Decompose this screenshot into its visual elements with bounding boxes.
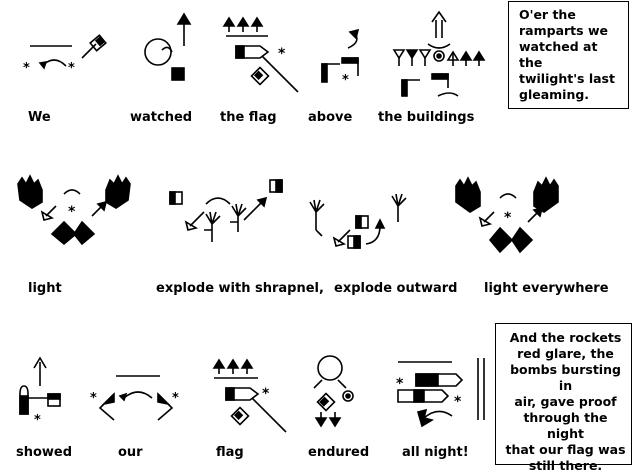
svg-text:*: *	[262, 386, 270, 402]
gloss-the-flag: the flag	[220, 110, 277, 125]
sign-the-buildings	[392, 10, 486, 97]
svg-text:*: *	[396, 376, 404, 392]
sign-we: * *	[23, 34, 107, 76]
gloss-we: We	[28, 110, 51, 125]
verse3-caption-box: And the rockets red glare, the bombs bur…	[495, 323, 632, 473]
gloss-watched: watched	[130, 110, 193, 125]
gloss-flag: flag	[216, 445, 244, 460]
svg-text:*: *	[68, 61, 75, 76]
gloss-our: our	[118, 445, 143, 460]
svg-text:*: *	[454, 394, 462, 410]
gloss-explode-with-shrapnel: explode with shrapnel,	[156, 281, 324, 296]
svg-text:*: *	[90, 391, 97, 406]
gloss-light-everywhere: light everywhere	[484, 281, 609, 296]
sign-endured	[313, 355, 354, 428]
svg-text:*: *	[342, 73, 349, 88]
gloss-the-buildings: the buildings	[378, 110, 475, 125]
sign-all-night: * *	[396, 358, 485, 428]
svg-text:*: *	[504, 210, 512, 226]
sign-light-everywhere: *	[455, 176, 559, 254]
svg-text:*: *	[172, 391, 179, 406]
sign-above: *	[321, 28, 360, 88]
svg-text:*: *	[278, 46, 286, 62]
verse3-caption-text: And the rockets red glare, the bombs bur…	[505, 330, 626, 473]
gloss-endured: endured	[308, 445, 370, 460]
gloss-all-night: all night!	[402, 445, 469, 460]
gloss-above: above	[308, 110, 353, 125]
sign-flag: *	[212, 358, 287, 433]
gloss-showed: showed	[16, 445, 73, 460]
svg-text:*: *	[34, 413, 41, 428]
verse1-caption-box: O'er the ramparts we watched at the twil…	[508, 1, 629, 109]
sign-our: * *	[90, 375, 179, 421]
gloss-explode-outward: explode outward	[334, 281, 458, 296]
svg-text:*: *	[23, 61, 30, 76]
sign-light: *	[17, 174, 131, 246]
sign-explode-with-shrapnel	[169, 179, 283, 242]
verse1-caption-text: O'er the ramparts we watched at the twil…	[519, 7, 615, 102]
sign-explode-outward	[309, 193, 407, 249]
svg-text:*: *	[68, 204, 76, 220]
sign-the-flag: *	[222, 16, 299, 93]
sign-showed: *	[19, 356, 61, 428]
sign-watched	[144, 12, 192, 81]
gloss-light: light	[28, 281, 62, 296]
